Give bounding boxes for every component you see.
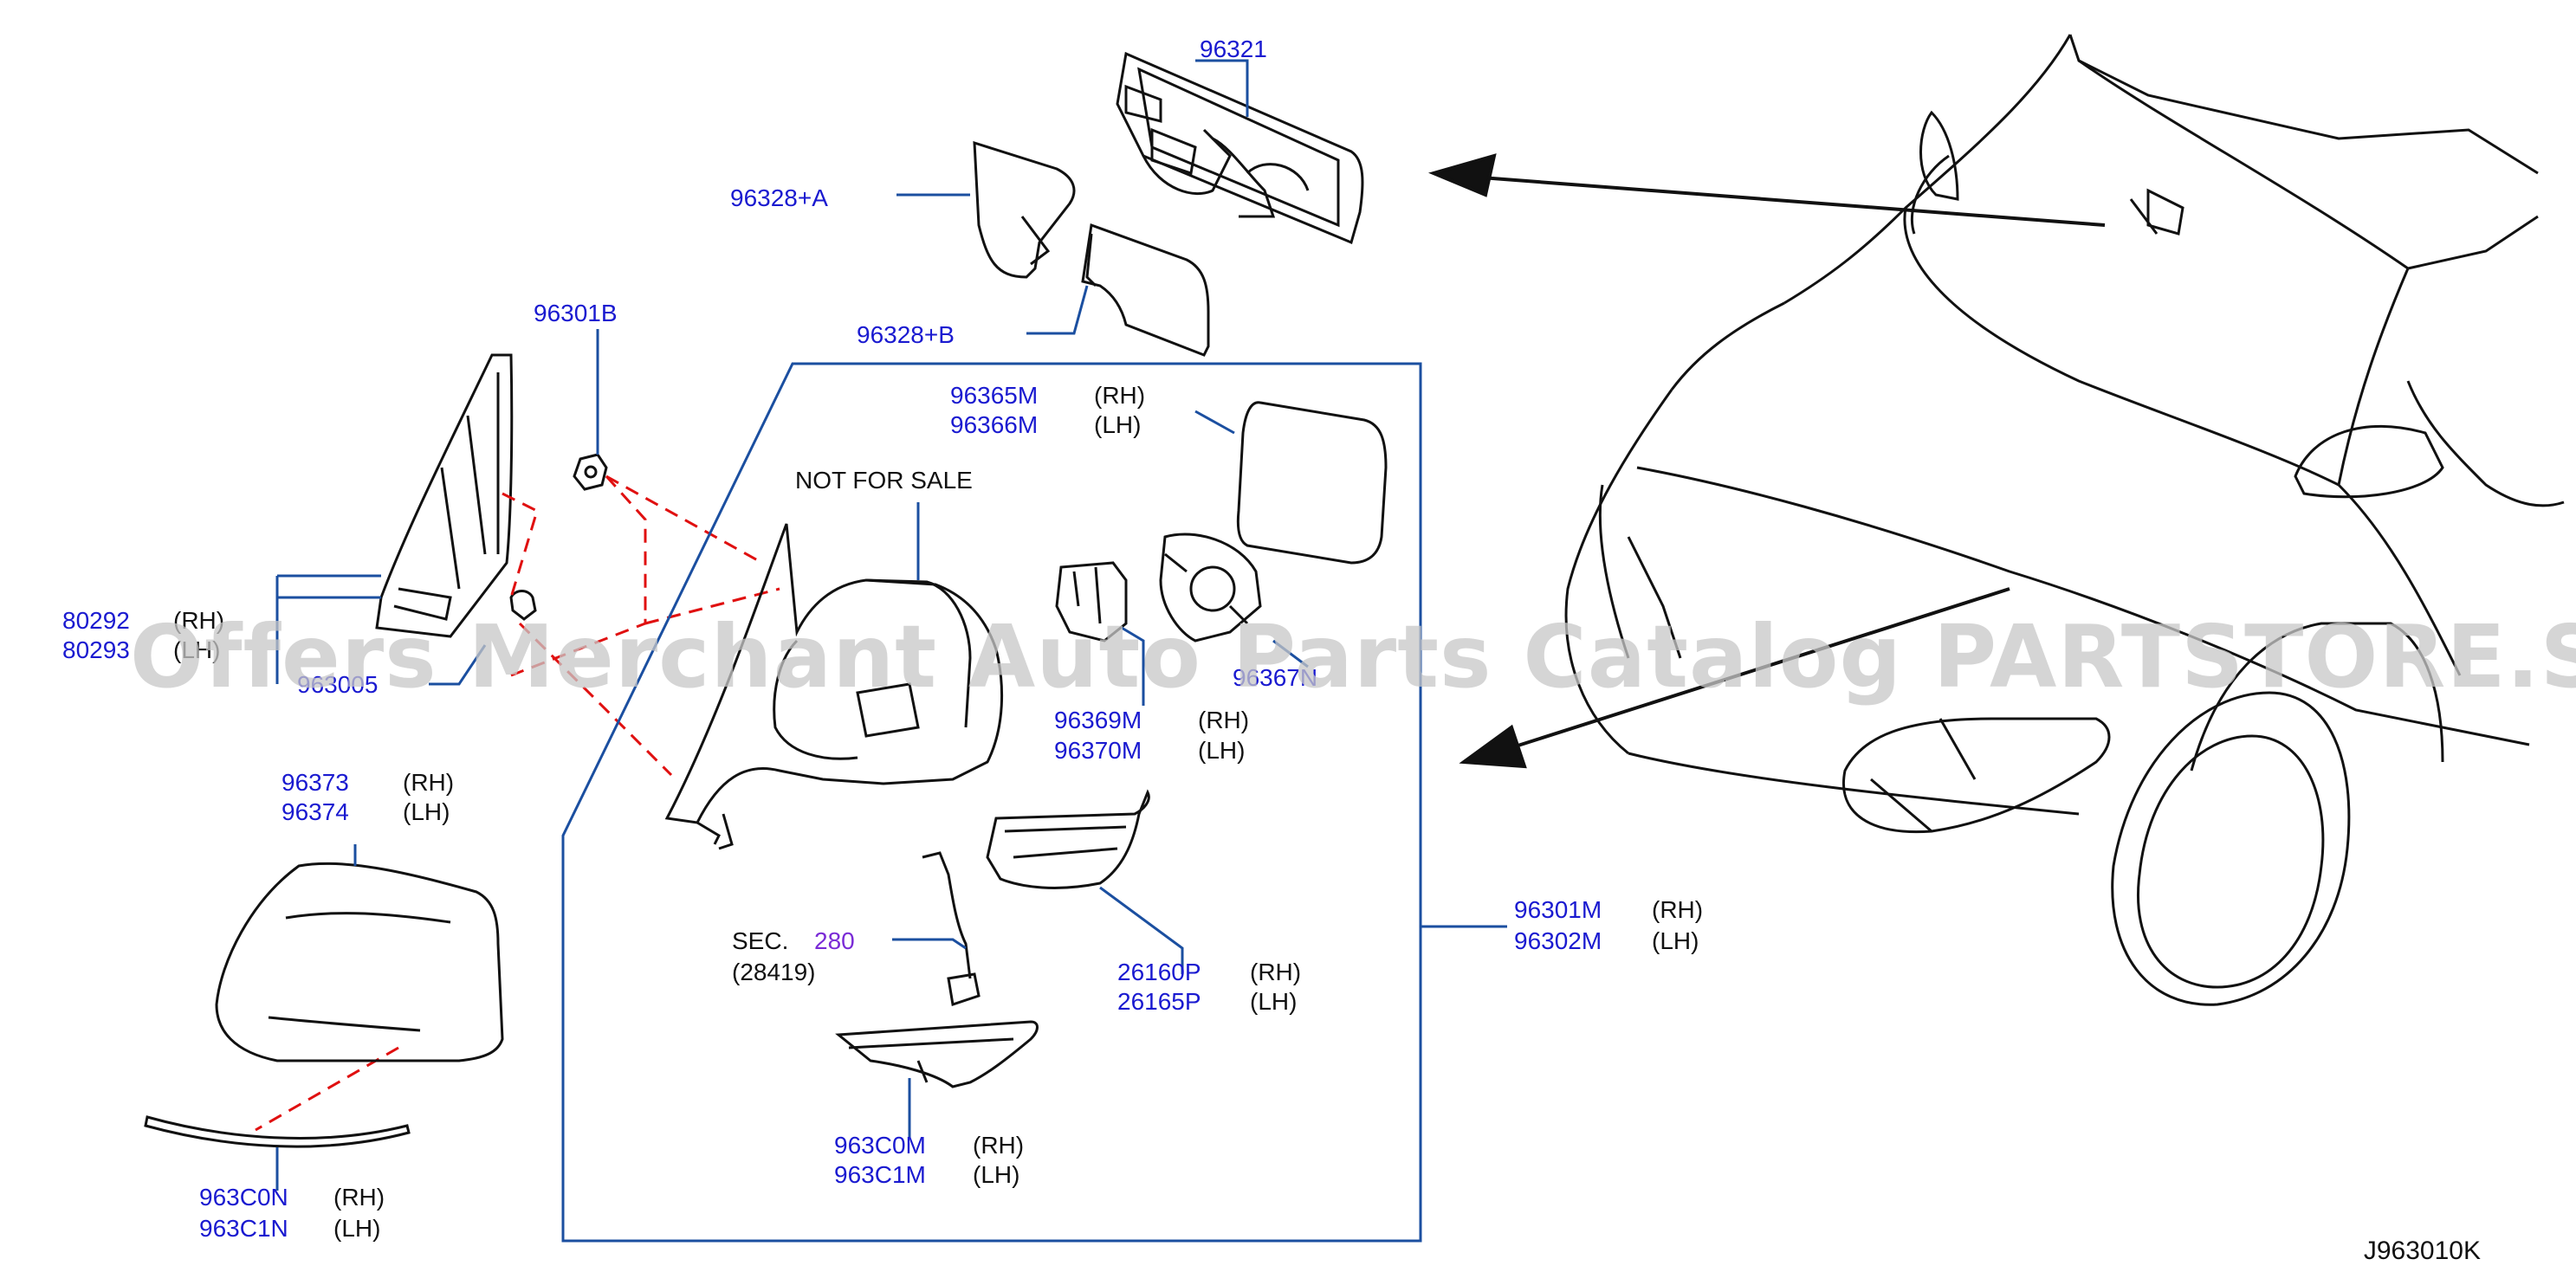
callout-26160p[interactable]: 26160P bbox=[1117, 959, 1201, 985]
side-96373: (RH) bbox=[403, 769, 455, 796]
door-mirror-glass-drawing bbox=[1236, 401, 1388, 565]
callout-963c1n[interactable]: 963C1N bbox=[199, 1215, 288, 1242]
side-963c0n: (RH) bbox=[333, 1184, 385, 1211]
callout-96374[interactable]: 96374 bbox=[282, 798, 349, 825]
actuator-drawing bbox=[1159, 533, 1262, 642]
callout-96301b[interactable]: 96301B bbox=[534, 300, 618, 326]
side-963c1m: (LH) bbox=[973, 1161, 1020, 1188]
callout-963005[interactable]: 963005 bbox=[297, 671, 379, 698]
side-963c1n: (LH) bbox=[333, 1215, 381, 1242]
cap-strip-drawing bbox=[144, 1115, 411, 1148]
lower-cover-drawing bbox=[835, 1020, 1039, 1088]
mirror-glass-a-drawing bbox=[973, 140, 1076, 279]
callout-96370m[interactable]: 96370M bbox=[1054, 737, 1142, 764]
side-96365m: (RH) bbox=[1094, 382, 1146, 409]
callout-963c0n[interactable]: 963C0N bbox=[199, 1184, 288, 1211]
leader-lines bbox=[275, 59, 1507, 1191]
callout-96369m[interactable]: 96369M bbox=[1054, 707, 1142, 733]
mirror-glass-b-drawing bbox=[1081, 223, 1210, 357]
callout-96328a[interactable]: 96328+A bbox=[730, 184, 828, 211]
side-26165p: (LH) bbox=[1250, 988, 1298, 1015]
not-for-sale-note: NOT FOR SALE bbox=[795, 467, 973, 494]
callout-26165p[interactable]: 26165P bbox=[1117, 988, 1201, 1015]
mirror-cap-drawing bbox=[215, 862, 504, 1062]
callout-96302m[interactable]: 96302M bbox=[1514, 927, 1602, 954]
side-96370m: (LH) bbox=[1198, 737, 1246, 764]
callout-80292[interactable]: 80292 bbox=[62, 607, 130, 634]
side-96374: (LH) bbox=[403, 798, 450, 825]
clip-drawing bbox=[509, 590, 537, 621]
side-96302m: (LH) bbox=[1652, 927, 1699, 954]
callout-963c1m[interactable]: 963C1M bbox=[834, 1161, 926, 1188]
section-link-280[interactable]: 280 bbox=[814, 927, 855, 954]
nut-drawing bbox=[573, 453, 608, 491]
side-963c0m: (RH) bbox=[973, 1132, 1025, 1159]
side-96366m: (LH) bbox=[1094, 411, 1142, 438]
section-prefix: SEC. bbox=[732, 927, 789, 954]
callout-96373[interactable]: 96373 bbox=[282, 769, 349, 796]
vehicle-outline bbox=[1564, 34, 2565, 1006]
side-80292: (RH) bbox=[173, 607, 225, 634]
callout-96301m[interactable]: 96301M bbox=[1514, 896, 1602, 923]
side-96369m: (RH) bbox=[1198, 707, 1250, 733]
side-26160p: (RH) bbox=[1250, 959, 1302, 985]
turn-lamp-drawing bbox=[986, 789, 1150, 889]
callout-80293[interactable]: 80293 bbox=[62, 636, 130, 663]
motor-drawing bbox=[1055, 561, 1128, 642]
callout-96367n[interactable]: 96367N bbox=[1233, 664, 1318, 691]
diagram-code: J963010K bbox=[2363, 1237, 2481, 1265]
side-96301m: (RH) bbox=[1652, 896, 1704, 923]
callout-96365m[interactable]: 96365M bbox=[950, 382, 1039, 409]
direction-arrows bbox=[1427, 153, 2106, 769]
triangle-trim-drawing bbox=[375, 353, 514, 638]
section-sub: (28419) bbox=[732, 959, 816, 985]
callout-96321[interactable]: 96321 bbox=[1200, 36, 1267, 62]
side-80293: (LH) bbox=[173, 636, 221, 663]
callout-96328b[interactable]: 96328+B bbox=[857, 321, 955, 348]
door-mirror-assembly-frame bbox=[561, 362, 1422, 1243]
door-mirror-body-drawing bbox=[664, 523, 1004, 850]
harness-drawing bbox=[922, 851, 981, 1006]
callout-963c0m[interactable]: 963C0M bbox=[834, 1132, 926, 1159]
inner-mirror-drawing bbox=[1116, 51, 1364, 245]
callout-96366m[interactable]: 96366M bbox=[950, 411, 1039, 438]
